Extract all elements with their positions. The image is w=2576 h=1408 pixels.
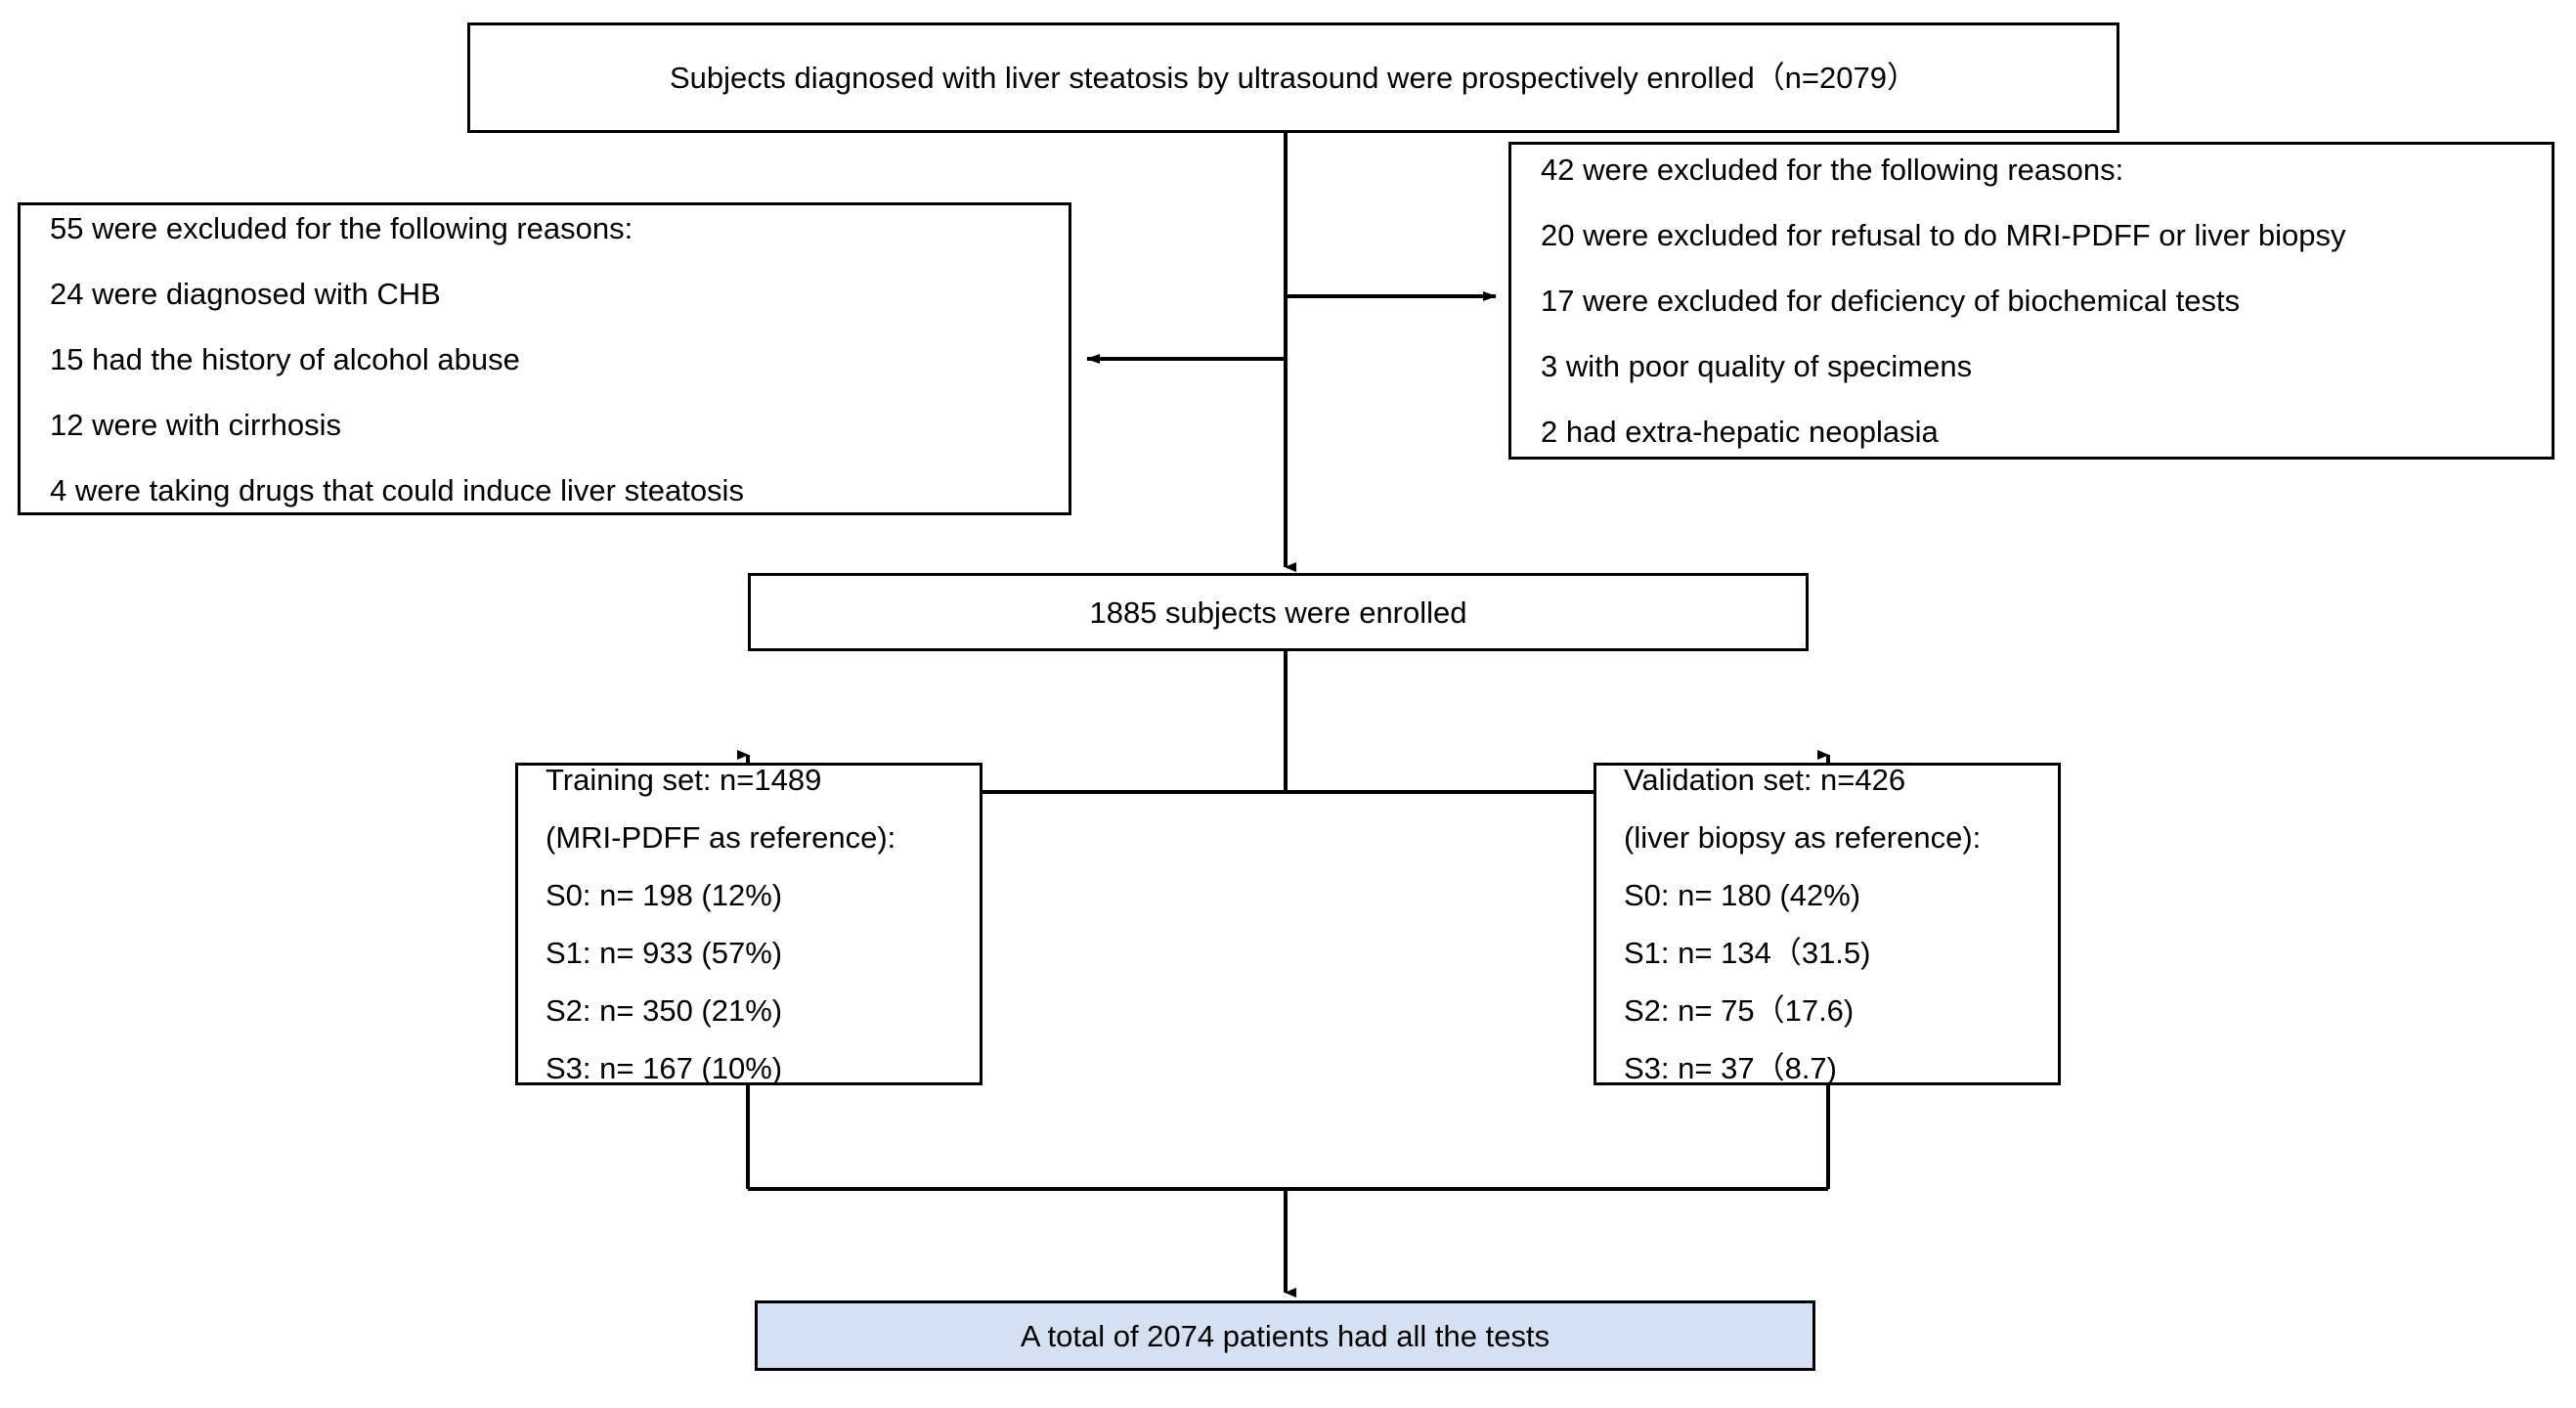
training-line-5: S3: n= 167 (10%) bbox=[546, 1051, 783, 1085]
training-line-2: S0: n= 198 (12%) bbox=[546, 878, 783, 912]
node-right-exclusions: 42 were excluded for the following reaso… bbox=[1508, 142, 2554, 460]
validation-line-1: (liver biopsy as reference): bbox=[1624, 820, 1982, 855]
right-exclusion-line-0: 42 were excluded for the following reaso… bbox=[1541, 153, 2124, 187]
right-exclusion-line-3: 3 with poor quality of specimens bbox=[1541, 349, 1973, 383]
left-exclusion-line-1: 24 were diagnosed with CHB bbox=[50, 276, 441, 311]
left-exclusion-line-3: 12 were with cirrhosis bbox=[50, 407, 342, 442]
validation-line-5: S3: n= 37（8.7) bbox=[1624, 1051, 1837, 1085]
left-exclusion-line-2: 15 had the history of alcohol abuse bbox=[50, 341, 520, 376]
node-left-exclusions: 55 were excluded for the following reaso… bbox=[18, 202, 1071, 515]
node-total-line-0: A total of 2074 patients had all the tes… bbox=[1020, 1318, 1550, 1353]
node-total-patients: A total of 2074 patients had all the tes… bbox=[755, 1300, 1815, 1371]
right-exclusion-line-2: 17 were excluded for deficiency of bioch… bbox=[1541, 284, 2241, 318]
node-training-set: Training set: n=1489 (MRI-PDFF as refere… bbox=[515, 763, 982, 1085]
right-exclusion-line-4: 2 had extra-hepatic neoplasia bbox=[1541, 415, 1939, 449]
training-line-1: (MRI-PDFF as reference): bbox=[546, 820, 896, 855]
left-exclusion-line-4: 4 were taking drugs that could induce li… bbox=[50, 472, 744, 507]
node-subjects-enrolled: 1885 subjects were enrolled bbox=[748, 573, 1809, 651]
node-enrolled-source: Subjects diagnosed with liver steatosis … bbox=[467, 22, 2119, 133]
training-line-0: Training set: n=1489 bbox=[546, 763, 822, 797]
node-top-line-0: Subjects diagnosed with liver steatosis … bbox=[669, 61, 1917, 95]
validation-line-0: Validation set: n=426 bbox=[1624, 763, 1906, 797]
training-line-3: S1: n= 933 (57%) bbox=[546, 936, 783, 970]
node-enrolled-line-0: 1885 subjects were enrolled bbox=[1089, 594, 1467, 630]
right-exclusion-line-1: 20 were excluded for refusal to do MRI-P… bbox=[1541, 218, 2346, 252]
validation-line-3: S1: n= 134（31.5) bbox=[1624, 936, 1871, 970]
validation-line-2: S0: n= 180 (42%) bbox=[1624, 878, 1861, 912]
training-line-4: S2: n= 350 (21%) bbox=[546, 993, 783, 1028]
validation-line-4: S2: n= 75（17.6) bbox=[1624, 993, 1855, 1028]
node-validation-set: Validation set: n=426 (liver biopsy as r… bbox=[1594, 763, 2061, 1085]
left-exclusion-line-0: 55 were excluded for the following reaso… bbox=[50, 210, 633, 245]
